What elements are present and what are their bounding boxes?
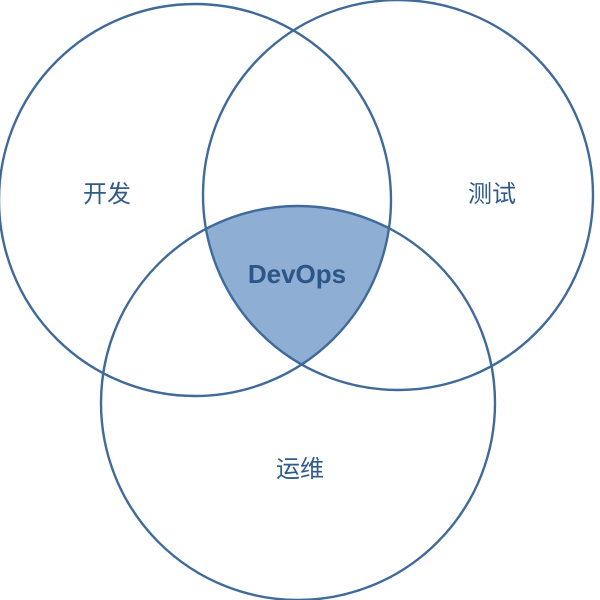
ops-circle — [99, 204, 497, 600]
test-circle — [201, 0, 595, 392]
test-label: 测试 — [468, 180, 516, 208]
ops-label: 运维 — [276, 455, 324, 483]
dev-label: 开发 — [83, 180, 131, 208]
dev-circle — [0, 2, 393, 398]
devops-label: DevOps — [248, 259, 346, 289]
